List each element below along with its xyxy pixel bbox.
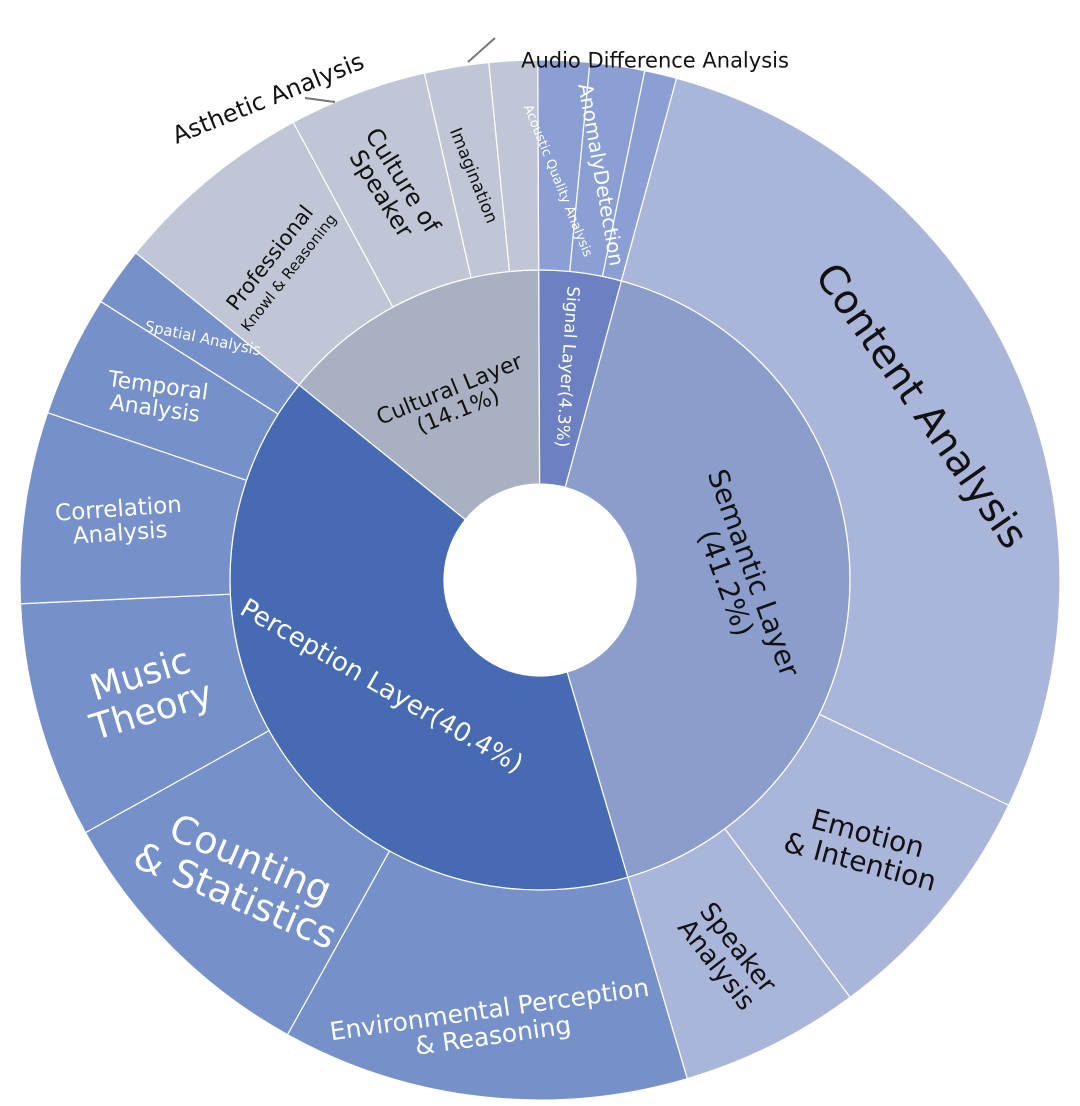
- sunburst-rings: [19, 59, 1061, 1101]
- outer-segment-environmental-perception[interactable]: [286, 850, 688, 1101]
- outer-segment-asthetic-analysis[interactable]: [488, 59, 540, 273]
- outer-label-correlation-analysis: CorrelationAnalysis: [54, 492, 184, 551]
- outer-label-audio-difference: Audio Difference Analysis: [521, 48, 789, 72]
- outer-label-line: Audio Difference Analysis: [521, 48, 789, 72]
- leader-line-asthetic-analysis: [304, 97, 336, 103]
- leader-line-audio-difference: [467, 37, 496, 63]
- outer-segment-content-analysis[interactable]: [620, 77, 1061, 807]
- center-hole: [444, 484, 636, 676]
